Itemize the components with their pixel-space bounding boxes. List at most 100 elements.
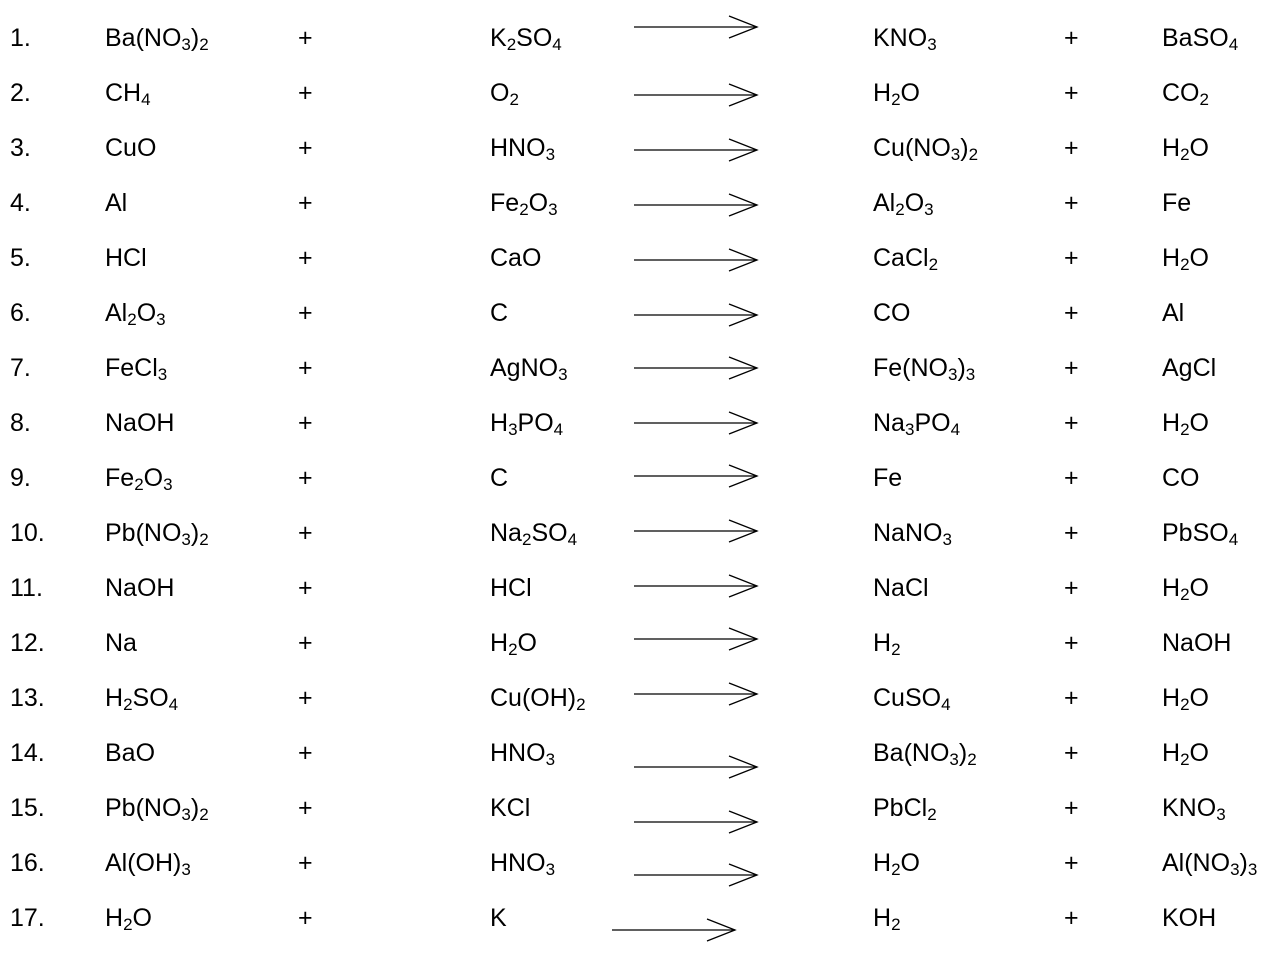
- formula-text: ): [1239, 849, 1248, 877]
- reaction-number: 3.: [10, 134, 31, 162]
- plus-sign-1: +: [298, 354, 313, 382]
- formula-text: NaCl: [873, 574, 929, 602]
- reactant-2: H2O: [490, 628, 537, 658]
- formula-subscript: 2: [123, 914, 133, 934]
- formula-subscript: 2: [1180, 419, 1190, 439]
- formula-subscript: 3: [181, 859, 191, 879]
- formula-text: H: [1162, 684, 1181, 712]
- plus-sign-1: +: [298, 904, 313, 932]
- plus-sign-1: +: [298, 79, 313, 107]
- formula-text: PbSO: [1162, 519, 1229, 547]
- reactant-1: Ba(NO3)2: [105, 23, 209, 53]
- reaction-number: 1.: [10, 24, 31, 52]
- arrow-head: [728, 303, 759, 327]
- formula-subscript: 2: [576, 694, 586, 714]
- formula-subscript: 4: [941, 694, 951, 714]
- formula-subscript: 2: [895, 199, 905, 219]
- reaction-number: 7.: [10, 354, 31, 382]
- formula-subscript: 2: [927, 804, 937, 824]
- formula-subscript: 3: [965, 364, 976, 384]
- product-1: H2: [873, 903, 901, 933]
- reactant-1: Al(OH)3: [105, 848, 191, 878]
- formula-subscript: 4: [552, 34, 562, 54]
- formula-text: K: [490, 24, 507, 52]
- reactant-2: C: [490, 463, 508, 493]
- formula-subscript: 3: [1230, 859, 1240, 879]
- formula-subscript: 2: [506, 34, 517, 54]
- product-1: NaCl: [873, 573, 929, 603]
- reaction-number: 2.: [10, 79, 31, 107]
- formula-text: BaO: [105, 739, 156, 767]
- reactant-1: FeCl3: [105, 353, 167, 383]
- formula-subscript: 2: [891, 89, 901, 109]
- product-1: Na3PO4: [873, 408, 960, 438]
- reaction-number: 12.: [10, 629, 45, 657]
- formula-text: Fe: [490, 189, 520, 217]
- formula-subscript: 3: [545, 749, 556, 769]
- plus-sign-2: +: [1064, 464, 1079, 492]
- formula-text: SO: [132, 684, 169, 712]
- reactant-2: Cu(OH)2: [490, 683, 586, 713]
- plus-sign-2: +: [1064, 849, 1079, 877]
- reaction-number: 11.: [10, 574, 43, 602]
- formula-text: ): [957, 354, 966, 382]
- formula-subscript: 2: [1180, 254, 1190, 274]
- formula-subscript: 2: [1180, 749, 1190, 769]
- reactant-2: K2SO4: [490, 23, 562, 53]
- reactant-2: Fe2O3: [490, 188, 558, 218]
- product-2: CO: [1162, 463, 1200, 493]
- plus-sign-1: +: [298, 739, 313, 767]
- product-2: H2O: [1162, 243, 1209, 273]
- formula-text: Fe: [1162, 189, 1192, 217]
- formula-text: Cu(OH): [490, 684, 577, 712]
- plus-sign-2: +: [1064, 519, 1079, 547]
- reactant-2: K: [490, 903, 507, 933]
- product-1: PbCl2: [873, 793, 937, 823]
- formula-text: HCl: [105, 244, 147, 272]
- arrow-head: [728, 193, 759, 217]
- formula-text: ): [190, 519, 200, 547]
- plus-sign-2: +: [1064, 629, 1079, 657]
- formula-subscript: 4: [1228, 529, 1239, 549]
- formula-text: O: [900, 849, 920, 877]
- formula-text: PbCl: [873, 794, 928, 822]
- formula-text: Pb(NO: [105, 519, 182, 547]
- product-1: H2O: [873, 848, 920, 878]
- formula-subscript: 2: [1199, 89, 1209, 109]
- product-2: PbSO4: [1162, 518, 1238, 548]
- formula-subscript: 3: [181, 804, 191, 824]
- formula-text: CaO: [490, 244, 542, 272]
- plus-sign-1: +: [298, 409, 313, 437]
- formula-subscript: 4: [553, 419, 564, 439]
- arrow-head: [706, 918, 737, 942]
- formula-text: KCl: [490, 794, 531, 822]
- formula-subscript: 2: [1180, 584, 1190, 604]
- reaction-arrow: [634, 574, 759, 598]
- formula-text: K: [490, 904, 507, 932]
- reactant-2: CaO: [490, 243, 541, 273]
- formula-text: O: [517, 629, 537, 657]
- formula-subscript: 2: [891, 914, 901, 934]
- arrow-head: [728, 682, 759, 706]
- product-1: Al2O3: [873, 188, 934, 218]
- formula-text: C: [490, 464, 509, 492]
- formula-text: KNO: [1162, 794, 1217, 822]
- formula-text: H: [1162, 244, 1181, 272]
- formula-text: Cu(NO: [873, 134, 951, 162]
- formula-text: H: [105, 684, 124, 712]
- formula-subscript: 2: [891, 859, 901, 879]
- formula-text: H: [873, 904, 892, 932]
- reactant-1: Na: [105, 628, 137, 658]
- formula-text: Fe: [873, 464, 903, 492]
- formula-text: SO: [531, 519, 568, 547]
- product-2: KNO3: [1162, 793, 1226, 823]
- formula-subscript: 2: [1180, 694, 1190, 714]
- arrow-head: [728, 248, 759, 272]
